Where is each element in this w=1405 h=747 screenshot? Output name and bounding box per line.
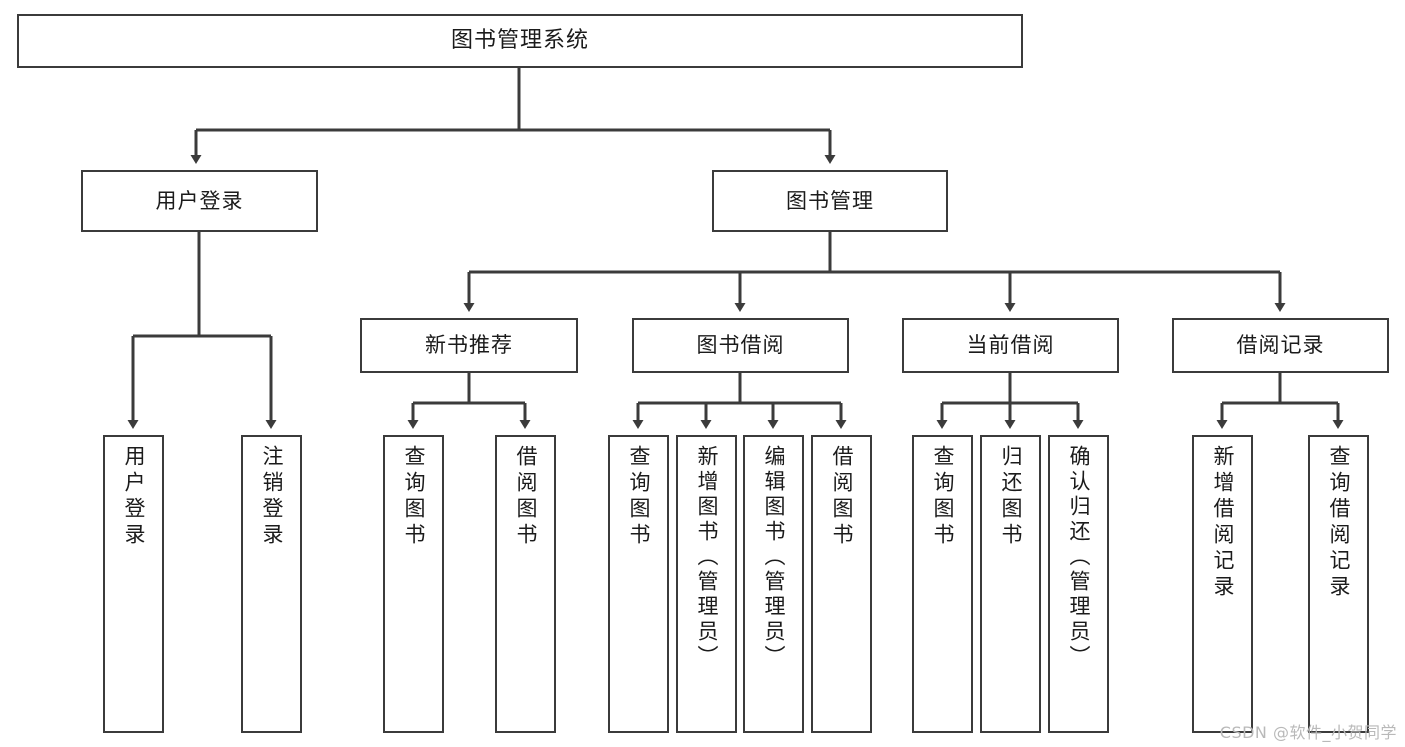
leaf-add-book-admin-label: 新增图书（管理员） (695, 445, 719, 670)
leaf-add-book-admin[interactable]: 新增图书（管理员） (676, 435, 737, 733)
node-root-system-label: 图书管理系统 (450, 28, 589, 54)
node-user-login[interactable]: 用户登录 (81, 170, 318, 232)
node-borrow-record[interactable]: 借阅记录 (1172, 318, 1389, 373)
node-current-borrow[interactable]: 当前借阅 (902, 318, 1119, 373)
node-user-login-label: 用户登录 (155, 188, 244, 213)
leaf-borrow-book[interactable]: 借阅图书 (811, 435, 872, 733)
node-book-borrow[interactable]: 图书借阅 (632, 318, 849, 373)
leaf-borrow-book-label: 借阅图书 (830, 445, 854, 549)
node-root-system[interactable]: 图书管理系统 (17, 14, 1023, 68)
leaf-query-borrow-record-label: 查询借阅记录 (1327, 445, 1351, 601)
leaf-query-borrow-record[interactable]: 查询借阅记录 (1308, 435, 1369, 733)
leaf-edit-book-admin-label: 编辑图书（管理员） (762, 445, 786, 670)
leaf-borrow-book-recommend-label: 借阅图书 (514, 445, 538, 549)
leaf-confirm-return-admin[interactable]: 确认归还（管理员） (1048, 435, 1109, 733)
node-book-management[interactable]: 图书管理 (712, 170, 948, 232)
leaf-add-borrow-record[interactable]: 新增借阅记录 (1192, 435, 1253, 733)
leaf-query-book-borrow-label: 查询图书 (627, 445, 651, 549)
leaf-query-book-current-label: 查询图书 (931, 445, 955, 549)
leaf-logout[interactable]: 注销登录 (241, 435, 302, 733)
node-new-book-recommend[interactable]: 新书推荐 (360, 318, 578, 373)
leaf-query-book-recommend[interactable]: 查询图书 (383, 435, 444, 733)
csdn-watermark: CSDN @软件_小贺同学 (1219, 723, 1397, 742)
leaf-edit-book-admin[interactable]: 编辑图书（管理员） (743, 435, 804, 733)
leaf-user-login[interactable]: 用户登录 (103, 435, 164, 733)
leaf-return-book-label: 归还图书 (999, 445, 1023, 549)
leaf-add-borrow-record-label: 新增借阅记录 (1211, 445, 1235, 601)
leaf-user-login-label: 用户登录 (122, 445, 146, 549)
leaf-borrow-book-recommend[interactable]: 借阅图书 (495, 435, 556, 733)
leaf-confirm-return-admin-label: 确认归还（管理员） (1067, 445, 1091, 670)
leaf-query-book-recommend-label: 查询图书 (402, 445, 426, 549)
node-current-borrow-label: 当前借阅 (966, 333, 1055, 358)
leaf-query-book-borrow[interactable]: 查询图书 (608, 435, 669, 733)
node-book-management-label: 图书管理 (786, 188, 874, 213)
node-new-book-recommend-label: 新书推荐 (425, 333, 513, 358)
node-borrow-record-label: 借阅记录 (1236, 333, 1325, 358)
leaf-logout-label: 注销登录 (260, 445, 284, 549)
leaf-return-book[interactable]: 归还图书 (980, 435, 1041, 733)
leaf-query-book-current[interactable]: 查询图书 (912, 435, 973, 733)
node-book-borrow-label: 图书借阅 (696, 333, 785, 358)
